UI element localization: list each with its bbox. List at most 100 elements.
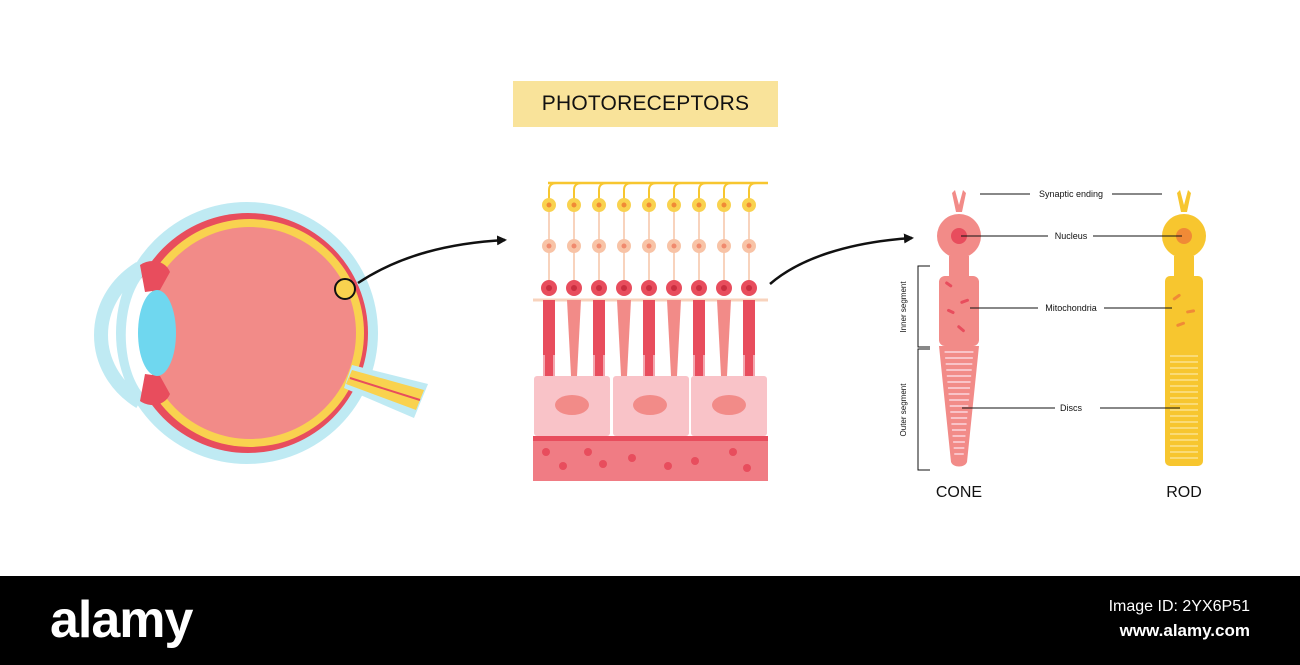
retina-layers: [533, 181, 768, 481]
bipolar-nucleus: [746, 243, 752, 249]
ganglion-axon: [698, 182, 708, 200]
mitochondria-label: Mitochondria: [1045, 303, 1097, 313]
retina-column: [641, 182, 658, 376]
arrow-eye-to-retina: [357, 235, 507, 285]
eye-vitreous: [144, 227, 356, 439]
watermark-image-id: Image ID: 2YX6P51: [1108, 598, 1250, 615]
bruchs-membrane: [533, 436, 768, 441]
cone-synaptic-ending: [952, 190, 966, 212]
retina-column: [566, 182, 583, 376]
blood-cells: [542, 448, 751, 472]
retina-column: [666, 182, 683, 376]
ganglion-nucleus: [646, 202, 652, 208]
photoreceptor-segment: [543, 300, 555, 376]
bipolar-nucleus: [721, 243, 727, 249]
zoom-circle: [334, 278, 356, 300]
iris-bottom: [140, 374, 170, 406]
photoreceptor-nucleus: [571, 285, 577, 291]
ganglion-axon: [748, 182, 758, 200]
synaptic-ending-label: Synaptic ending: [1039, 189, 1103, 199]
nucleus-label: Nucleus: [1055, 231, 1088, 241]
bipolar-nucleus: [646, 243, 652, 249]
photoreceptor-segment: [593, 300, 605, 376]
ganglion-nucleus: [721, 202, 727, 208]
cone-label: CONE: [936, 484, 982, 501]
photoreceptor-segment: [643, 300, 655, 376]
ganglion-nucleus: [571, 202, 577, 208]
epithelium-nucleus-3: [712, 395, 746, 415]
bipolar-nucleus: [696, 243, 702, 249]
iris-top: [140, 260, 170, 292]
rod-label: ROD: [1166, 484, 1202, 501]
retina-column: [691, 182, 708, 376]
watermark-site: www.alamy.com: [1119, 621, 1250, 640]
cone-mitochondria: [945, 281, 969, 333]
retina-column: [541, 182, 558, 376]
ganglion-nucleus: [546, 202, 552, 208]
inner-segment-bracket: [917, 265, 930, 348]
bipolar-nucleus: [621, 243, 627, 249]
retina-columns: [541, 182, 758, 376]
rod-body: [1165, 276, 1203, 466]
photoreceptor-nucleus: [671, 285, 677, 291]
cone-inner-segment: [939, 276, 979, 346]
rod-nucleus: [1176, 228, 1192, 244]
retina-column: [741, 182, 758, 376]
cone-cell: [937, 190, 981, 467]
photoreceptor-nucleus: [696, 285, 702, 291]
retina-column: [716, 182, 733, 376]
retina-column: [591, 182, 608, 376]
choroid-layer: [533, 441, 768, 481]
ganglion-axon: [598, 182, 608, 200]
rod-cell: [1162, 190, 1206, 466]
cornea: [94, 262, 144, 408]
photoreceptor-nucleus: [646, 285, 652, 291]
label-leader-lines: [961, 193, 1182, 409]
epithelium-nucleus-2: [633, 395, 667, 415]
photoreceptor-nucleus: [746, 285, 752, 291]
bipolar-nucleus: [571, 243, 577, 249]
lens: [138, 290, 176, 376]
inner-segment-label: Inner segment: [899, 281, 908, 333]
diagram-canvas: PHOTORECEPTORS: [94, 81, 1206, 501]
bipolar-nucleus: [546, 243, 552, 249]
ganglion-nucleus: [696, 202, 702, 208]
photoreceptor-nucleus: [721, 285, 727, 291]
discs-label: Discs: [1060, 403, 1082, 413]
bipolar-nucleus: [596, 243, 602, 249]
ganglion-nucleus: [596, 202, 602, 208]
diagram-svg: Inner segment Outer segment Synaptic end…: [94, 181, 1206, 501]
epithelium-nucleus-1: [555, 395, 589, 415]
rod-discs: [1170, 355, 1198, 459]
cone-neck: [949, 256, 969, 280]
photoreceptor-segment: [567, 300, 581, 376]
photoreceptor-segment: [743, 300, 755, 376]
diagram-title: PHOTORECEPTORS: [541, 92, 750, 115]
bipolar-nucleus: [671, 243, 677, 249]
cone-discs: [944, 351, 974, 455]
ganglion-axon: [723, 182, 733, 200]
ganglion-axon: [623, 182, 633, 200]
rod-mitochondria: [1172, 293, 1196, 327]
ganglion-nucleus: [621, 202, 627, 208]
ganglion-axon: [548, 182, 558, 200]
ganglion-nucleus: [671, 202, 677, 208]
outer-segment-bracket: [917, 348, 930, 471]
photoreceptor-segment: [693, 300, 705, 376]
photoreceptor-segment: [717, 300, 731, 376]
watermark-bar: alamy Image ID: 2YX6P51 www.alamy.com: [0, 576, 1300, 665]
ganglion-axon: [648, 182, 658, 200]
title-box: PHOTORECEPTORS: [513, 81, 778, 127]
rod-neck: [1174, 256, 1194, 280]
photoreceptor-nucleus: [621, 285, 627, 291]
watermark-logo: alamy: [50, 591, 193, 649]
rod-synaptic-ending: [1177, 190, 1191, 212]
photoreceptor-nucleus: [596, 285, 602, 291]
ganglion-axon: [573, 182, 583, 200]
outer-segment-label: Outer segment: [899, 383, 908, 437]
ganglion-axon: [673, 182, 683, 200]
arrow-retina-to-cells: [769, 233, 914, 285]
retina-column: [616, 182, 633, 376]
ganglion-nucleus: [746, 202, 752, 208]
photoreceptor-nucleus: [546, 285, 552, 291]
